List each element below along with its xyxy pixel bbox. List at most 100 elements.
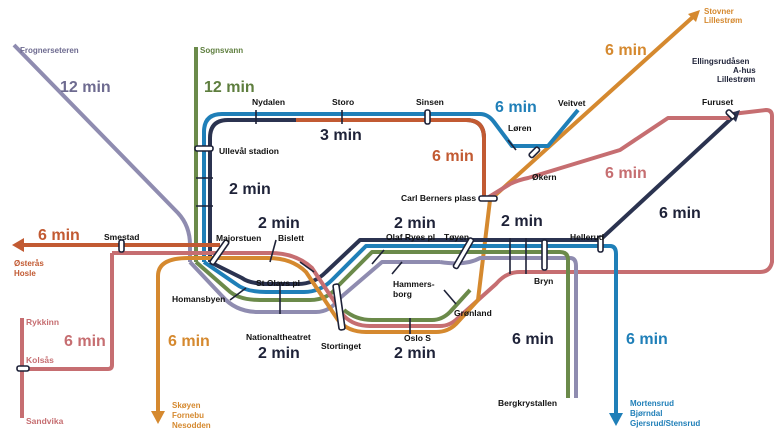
tick-gronland (443, 289, 457, 305)
dest-ellingsrud-2: A-hus (733, 66, 756, 75)
label-hammersborg-2: borg (393, 289, 412, 299)
label-bryn: Bryn (534, 276, 553, 286)
headway-kolsas: 6 min (64, 333, 106, 350)
dest-ellingsrud-1: Ellingsrudåsen (692, 57, 749, 66)
label-stortinget: Stortinget (321, 341, 361, 351)
headway-ring-left: 2 min (229, 181, 271, 198)
label-majorstuen: Majorstuen (216, 233, 261, 243)
trunk-blue (202, 244, 470, 294)
line-furuset (482, 116, 730, 202)
headway-carl-berner: 6 min (432, 148, 474, 165)
line-skoyen (156, 256, 189, 412)
dest-frognerseteren: Frognerseteren (20, 46, 79, 55)
headway-loren: 6 min (495, 99, 537, 116)
headway-ellingsrud: 6 min (659, 205, 701, 222)
tick-st-olavs (299, 261, 315, 273)
station-marker-hellerud[interactable] (597, 235, 604, 253)
headway-osteras: 6 min (38, 227, 80, 244)
tick-bislett (269, 239, 277, 263)
headway-mortensrud: 6 min (626, 331, 668, 348)
label-kolsas: Kolsås (26, 355, 54, 365)
label-hammersborg-1: Hammers- (393, 279, 435, 289)
line-gronland-loop (342, 288, 472, 322)
label-bergkrystallen: Bergkrystallen (498, 398, 557, 408)
station-marker-stortinget[interactable] (332, 283, 346, 331)
headway-okern: 6 min (605, 165, 647, 182)
headway-east-trunk: 2 min (501, 213, 543, 230)
dest-stovner-2: Lillestrøm (704, 16, 742, 25)
label-gronland: Grønland (454, 308, 492, 318)
arrow-mortensrud (609, 413, 623, 426)
dest-ellingsrud-3: Lillestrøm (717, 75, 755, 84)
east-blue (470, 244, 618, 414)
headway-frognerseteren: 12 min (60, 79, 111, 96)
headway-ring-top: 3 min (320, 127, 362, 144)
label-veitvet: Veitvet (558, 98, 586, 108)
label-nationaltheatret: Nationaltheatret (246, 332, 311, 342)
label-okern: Økern (532, 172, 557, 182)
label-carl-berner: Carl Berners plass (401, 193, 476, 203)
station-marker-carl-berner[interactable] (478, 195, 498, 202)
station-marker-sinsen[interactable] (424, 109, 431, 125)
label-st-olavs: St Olavs pl (256, 278, 300, 288)
east-purple (439, 256, 578, 398)
label-storo: Storo (332, 97, 354, 107)
station-marker-ullevaal[interactable] (194, 145, 214, 152)
headway-majorstuen-bislett: 2 min (258, 215, 300, 232)
label-smestad: Smestad (104, 232, 139, 242)
dest-mortensrud-3: Gjersrud/Stensrud (630, 419, 700, 428)
label-sandvika: Sandvika (26, 416, 64, 426)
line-kolsas (24, 253, 114, 371)
east-green (460, 250, 570, 398)
station-marker-kolsas[interactable] (16, 365, 30, 372)
label-toyen: Tøyen (444, 232, 469, 242)
dest-osteras-2: Hosle (14, 269, 36, 278)
station-marker-toyen[interactable] (452, 237, 475, 270)
dest-skoyen-2: Fornebu (172, 411, 204, 420)
dest-skoyen-3: Nesodden (172, 421, 211, 430)
label-oslo-s: Oslo S (404, 333, 431, 343)
headway-skoyen: 6 min (168, 333, 210, 350)
label-hellerud: Hellerud (570, 232, 604, 242)
tick-hammersborg (391, 261, 403, 275)
tick-olaf-ryes (371, 249, 385, 265)
ring-line-red (296, 118, 486, 200)
headway-olaf-ryes: 2 min (394, 215, 436, 232)
headway-stovner: 6 min (605, 42, 647, 59)
arrow-skoyen (151, 411, 165, 424)
line-orange-south (188, 14, 696, 334)
label-loren: Løren (508, 123, 532, 133)
label-olaf-ryes: Olaf Ryes pl (386, 232, 435, 242)
arrow-stovner (688, 10, 700, 22)
tick-loren (507, 139, 517, 151)
label-ullevaal: Ullevål stadion (219, 146, 279, 156)
label-furuset: Furuset (702, 97, 733, 107)
headway-sognsvann: 12 min (204, 79, 255, 96)
dest-sognsvann: Sognsvann (200, 46, 243, 55)
dest-osteras-1: Østerås (14, 259, 44, 268)
station-marker-okern[interactable] (528, 146, 541, 159)
headway-bergkrystallen: 6 min (512, 331, 554, 348)
label-homansbyen: Homansbyen (172, 294, 225, 304)
label-bislett: Bislett (278, 233, 304, 243)
headway-nationaltheatret: 2 min (258, 345, 300, 362)
trunk-dark (209, 238, 480, 286)
line-veitvet (530, 108, 580, 148)
label-sinsen: Sinsen (416, 97, 444, 107)
headway-oslo-s: 2 min (394, 345, 436, 362)
station-marker-smestad[interactable] (118, 239, 125, 253)
label-nydalen: Nydalen (252, 97, 285, 107)
dest-stovner-1: Stovner (704, 7, 734, 16)
label-rykkinn: Rykkinn (26, 317, 59, 327)
ring-line-blue (202, 112, 530, 262)
dest-mortensrud-1: Mortensrud (630, 399, 674, 408)
station-marker-majorstuen[interactable] (209, 239, 230, 266)
tick-homansbyen (229, 287, 247, 301)
dest-skoyen-1: Skøyen (172, 401, 201, 410)
station-marker-furuset[interactable] (725, 109, 736, 120)
arrow-osteras (12, 238, 24, 252)
dest-mortensrud-2: Bjørndal (630, 409, 662, 418)
station-marker-bryn[interactable] (541, 239, 548, 271)
